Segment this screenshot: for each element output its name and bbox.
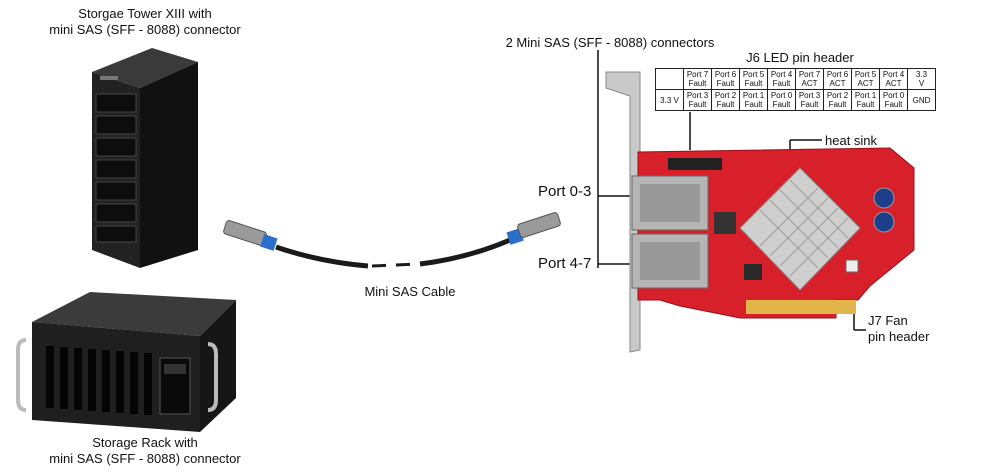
pin-cell: Port 2 Fault — [711, 89, 740, 111]
rack-label: Storage Rack with mini SAS (SFF - 8088) … — [30, 435, 260, 467]
port-4-7-label: Port 4-7 — [538, 255, 592, 272]
tower-label: Storgae Tower XIII with mini SAS (SFF - … — [30, 6, 260, 38]
storage-tower-icon — [92, 48, 198, 268]
pin-cell: 3.3 V — [655, 89, 684, 111]
pin-cell: Port 3 Fault — [683, 89, 712, 111]
port-0-3-label: Port 0-3 — [538, 183, 592, 200]
cable-label: Mini SAS Cable — [364, 284, 456, 299]
pin-cell: Port 4 ACT — [879, 68, 908, 90]
raid-card-icon — [605, 71, 915, 353]
j6-title: J6 LED pin header — [746, 50, 854, 65]
mini-sas-cable-icon — [223, 212, 561, 269]
pin-cell: Port 2 Fault — [823, 89, 852, 111]
tower-label-line2: mini SAS (SFF - 8088) connector — [49, 22, 241, 37]
j6-pin-table: Port 7 Fault Port 6 Fault Port 5 Fault P… — [655, 68, 936, 111]
pin-cell: Port 1 Fault — [739, 89, 768, 111]
rack-label-line1: Storage Rack with — [92, 435, 198, 450]
storage-rack-icon — [16, 292, 236, 432]
pin-cell: GND — [907, 89, 936, 111]
heat-sink-label: heat sink — [825, 133, 878, 148]
pin-row-2: 3.3 V Port 3 Fault Port 2 Fault Port 1 F… — [655, 89, 936, 111]
j7-label-line2: pin header — [868, 329, 930, 344]
j7-label-line1: J7 Fan — [868, 313, 908, 328]
rack-label-line2: mini SAS (SFF - 8088) connector — [49, 451, 241, 466]
pin-cell: Port 0 Fault — [879, 89, 908, 111]
tower-label-line1: Storgae Tower XIII with — [78, 6, 212, 21]
j7-label: J7 Fan pin header — [868, 313, 929, 345]
connectors-label: 2 Mini SAS (SFF - 8088) connectors — [505, 35, 715, 50]
